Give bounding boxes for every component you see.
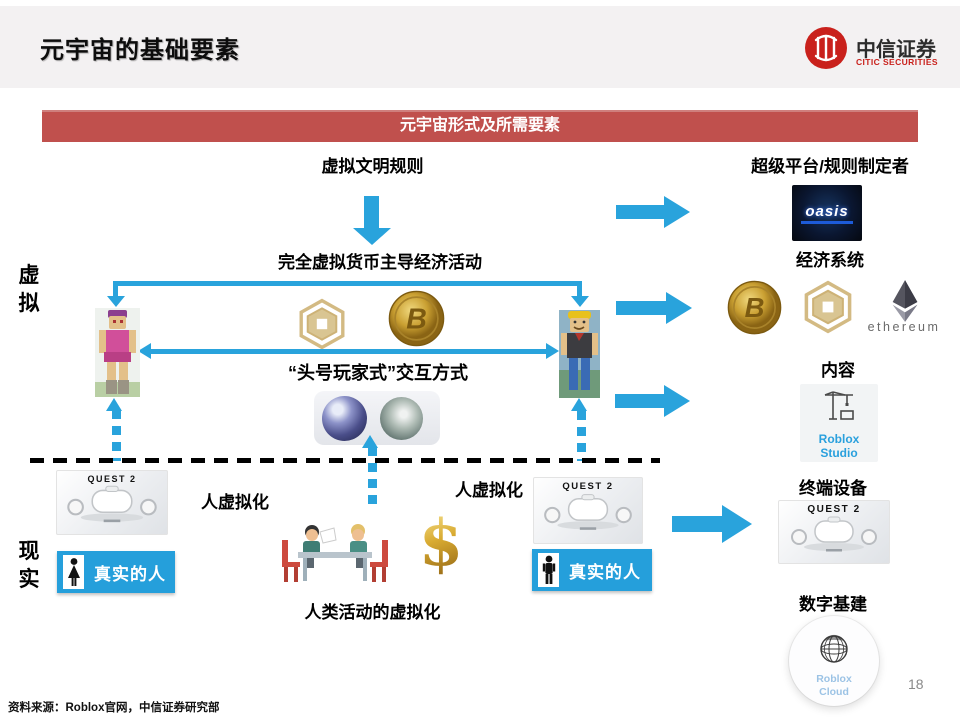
male-icon: [538, 553, 559, 587]
real-person-label: 真实的人: [569, 562, 641, 582]
game-thumbnails-panel: [314, 391, 440, 445]
interaction-arrowhead-right-icon: [546, 343, 559, 359]
robux-icon: [804, 280, 852, 334]
citic-logo-en: CITIC SECURITIES: [856, 57, 938, 67]
real-person-badge-left: 真实的人: [57, 551, 175, 593]
vr-headset-icon: [791, 516, 877, 552]
infra-label: 数字基建: [799, 595, 867, 614]
virtual-real-divider: [30, 458, 660, 463]
economy-system-label: 经济系统: [796, 251, 864, 270]
citic-logo-icon: [805, 27, 847, 69]
globe-icon: [820, 634, 848, 663]
ethereum-icon: [892, 280, 918, 322]
down-arrow-icon: [364, 196, 379, 228]
axis-label-real: 现 实: [18, 540, 40, 592]
dashed-up-arrow-middle: [368, 447, 377, 505]
studio-caption: Roblox Studio: [818, 432, 860, 460]
arrow-to-platform-icon: [616, 196, 690, 228]
dashed-up-arrowhead-middle-icon: [362, 435, 378, 448]
quest2-image-left: QUEST 2: [56, 470, 168, 535]
bracket-arrow: [113, 281, 582, 286]
dashed-up-arrowhead-right-icon: [571, 398, 587, 411]
arrow-to-device-icon: [672, 505, 752, 543]
down-arrow-head-icon: [353, 228, 391, 245]
avatar-female: [95, 308, 140, 397]
game-circle-2: [380, 397, 423, 440]
bitcoin-icon: B: [388, 290, 445, 347]
ethereum-caption: ethereum: [867, 320, 941, 334]
svg-text:B: B: [406, 303, 427, 335]
human-activity-label: 人类活动的虚拟化: [304, 603, 441, 622]
dollar-icon: $: [412, 504, 470, 582]
real-person-badge-right: 真实的人: [532, 549, 652, 591]
page-number: 18: [908, 676, 924, 692]
header-band: [0, 6, 960, 88]
dashed-up-arrowhead-left-icon: [106, 398, 122, 411]
quest2-label: QUEST 2: [562, 481, 614, 492]
rules-label: 虚拟文明规则: [321, 157, 424, 176]
bracket-arrow-right: [577, 281, 582, 297]
interaction-arrowhead-left-icon: [138, 343, 151, 359]
quest2-image-right: QUEST 2: [533, 477, 643, 544]
roblox-cloud-badge: Roblox Cloud: [789, 616, 879, 706]
svg-text:B: B: [745, 292, 765, 323]
dashed-up-arrow-right: [577, 411, 586, 461]
meeting-illustration: [278, 508, 392, 586]
interaction-arrow: [150, 349, 546, 354]
game-circle-1: [322, 396, 367, 441]
header-divider: [0, 88, 960, 93]
oasis-text: oasis: [805, 202, 849, 220]
roblox-studio-card: Roblox Studio: [800, 384, 878, 462]
device-label: 终端设备: [799, 479, 867, 498]
female-icon: [63, 555, 84, 589]
content-label: 内容: [821, 361, 855, 380]
section-banner: 元宇宙形式及所需要素: [42, 110, 918, 142]
arrow-to-content-icon: [615, 385, 690, 417]
citic-logo-zh: 中信证券: [856, 39, 936, 61]
robux-icon: [299, 298, 345, 350]
source-note: 资料来源：Roblox官网，中信证券研究部: [8, 702, 220, 714]
axis-label-virtual: 虚 拟: [18, 264, 40, 316]
real-person-label: 真实的人: [94, 564, 166, 584]
cloud-caption: Roblox Cloud: [816, 673, 852, 698]
quest2-image: QUEST 2: [778, 500, 890, 564]
vr-headset-icon: [544, 494, 632, 530]
platform-label: 超级平台/规则制定者: [751, 157, 909, 176]
virtualization-label-right: 人虚拟化: [455, 481, 523, 500]
quest2-label: QUEST 2: [807, 504, 861, 515]
bracket-arrow-left: [113, 281, 118, 297]
bracket-arrowhead-right-icon: [571, 296, 589, 307]
crane-icon: [824, 391, 854, 420]
bitcoin-icon: B: [727, 280, 782, 335]
economy-activity-label: 完全虚拟货币主导经济活动: [278, 253, 482, 272]
page-title: 元宇宙的基础要素: [40, 37, 240, 64]
dashed-up-arrow-left: [112, 410, 121, 461]
vr-headset-icon: [67, 485, 157, 523]
virtualization-label-left: 人虚拟化: [201, 493, 269, 512]
arrow-to-economy-icon: [616, 292, 692, 324]
interaction-label: “头号玩家式”交互方式: [288, 363, 468, 383]
bracket-arrowhead-left-icon: [107, 296, 125, 307]
quest2-label: QUEST 2: [87, 474, 137, 484]
oasis-underline: [801, 220, 853, 224]
oasis-logo: oasis: [792, 185, 862, 241]
avatar-male: [559, 310, 600, 398]
